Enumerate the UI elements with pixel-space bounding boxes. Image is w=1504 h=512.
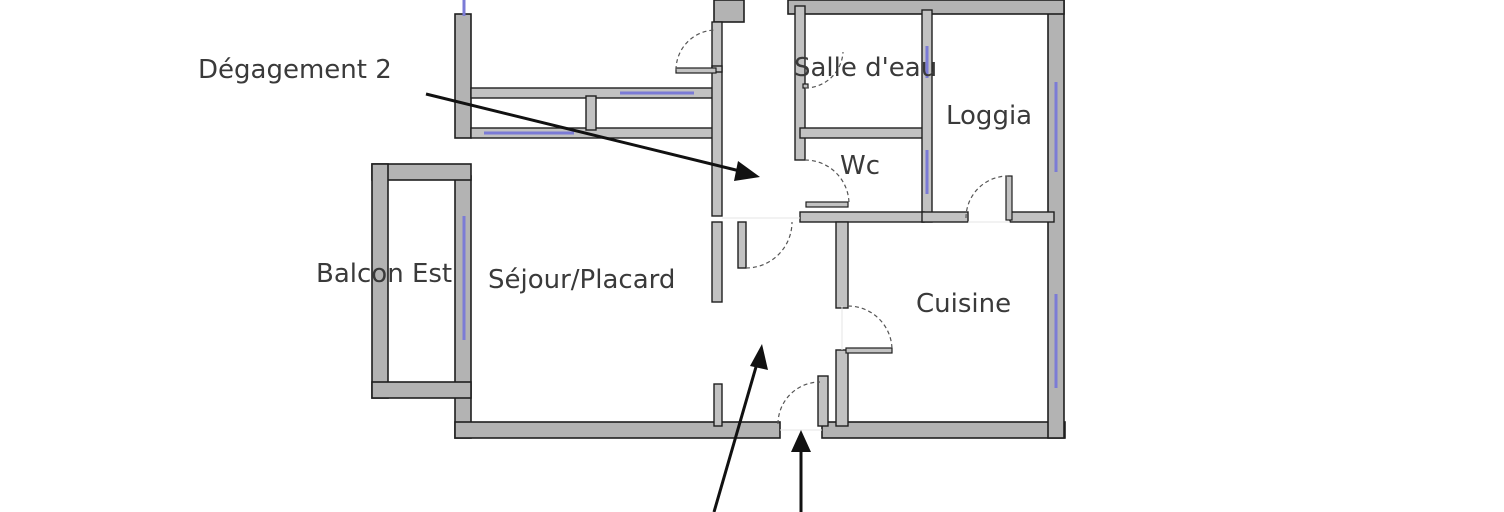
arrow-entree-head [750,344,768,370]
kitchen-west-wall-lower [835,349,849,427]
partition-wc-bottom [799,211,925,223]
label-wc: Wc [840,151,880,181]
door-swing-wc [804,159,850,205]
corridor-west-wall-lower [711,221,723,303]
door-swing-corridor [745,221,793,269]
partition-loggia-bottom-left [921,211,969,223]
door-swing-kitchen [847,305,893,351]
entrance-jamb-right [817,375,829,427]
door-swing-loggia [965,175,1009,219]
arrow-degagement2-head [734,161,760,181]
room-labels: Dégagement 2 Salle d'eau Loggia Wc Balco… [198,53,1032,319]
arrow-entree-line [712,359,760,512]
arrow-degagement2-line [425,92,745,174]
entrance-jamb-left [713,383,723,427]
wetroom-west-wall [794,5,806,161]
door-swing-entrance [777,381,821,425]
door-leaf-kitchen [845,347,893,354]
kitchen-west-wall-upper [835,221,849,309]
label-loggia: Loggia [946,101,1032,131]
partition-closet-divider [585,95,597,131]
corridor-door-stub [737,221,747,269]
door-swing-degagement [675,29,717,71]
arrow-palier-head [791,430,811,452]
door-swing-sde [804,51,844,89]
thresholds [722,217,1010,431]
exterior-walls [454,0,1066,439]
door-leaf-loggia [1005,175,1013,221]
south-wall-left [454,421,781,439]
label-salle-deau: Salle d'eau [794,53,937,83]
doors [675,29,1013,425]
door-leaf-wc [805,201,849,208]
corridor-west-wall-upper [711,21,723,217]
balcony-bottom-wall [371,381,472,399]
label-balcon-est: Balcon Est [316,259,452,289]
partition-sde-wc [799,127,929,139]
label-cuisine: Cuisine [916,289,1011,319]
partition-loggia-bottom-right [1009,211,1055,223]
north-wall-stub [713,0,745,23]
door-leaf-degagement [675,67,717,74]
west-wall-upper [454,13,472,139]
south-wall-right [821,421,1066,439]
annotation-arrows [425,92,811,512]
label-sejour: Séjour/Placard [488,265,675,295]
windows [462,0,1058,388]
label-degagement2: Dégagement 2 [198,55,392,85]
balcony-walls [371,163,472,399]
